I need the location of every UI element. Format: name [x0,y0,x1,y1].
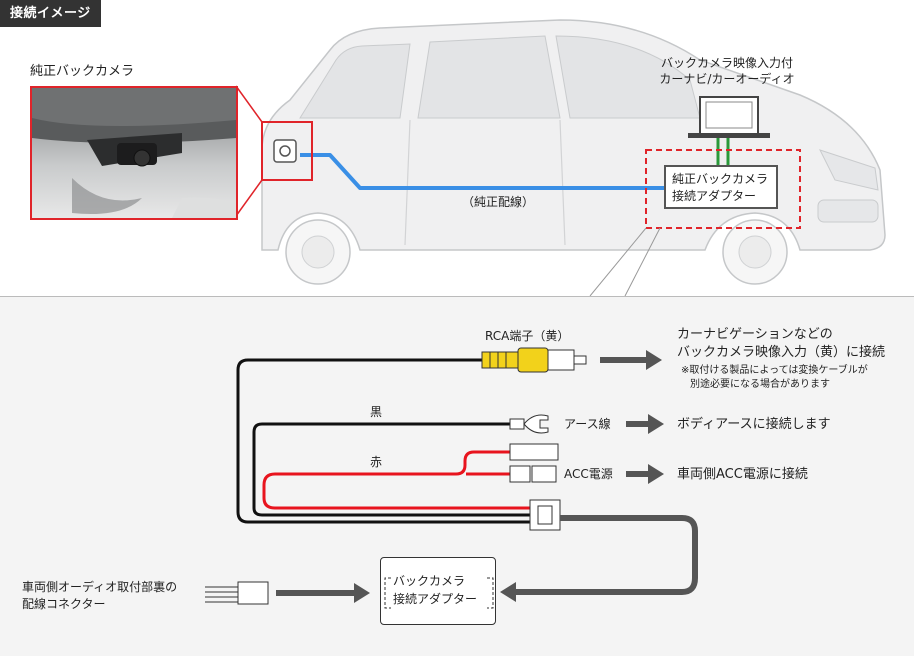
black-wire-label: 黒 [370,405,383,419]
top-adapter-line1: 純正バックカメラ [672,172,769,186]
rca-target-1: カーナビゲーションなどの [677,327,833,342]
connector-label-2: 配線コネクター [22,597,106,611]
adapter-line2: 接続アダプター [393,592,478,606]
ground-cable [252,422,530,517]
vehicle-connector [237,581,269,605]
camera-label: 純正バックカメラ [30,64,135,79]
ground-label: アース線 [564,417,611,431]
rca-note-1: ※取付ける製品によっては変換ケーブルが [681,365,868,376]
wiring-label: （純正配線） [462,195,535,209]
camera-highlight-frame [261,121,313,181]
adapter-dashed-zone [645,149,801,229]
rca-note-2: 別途必要になる場合があります [690,379,830,390]
car-side-window [417,35,561,119]
section-tag: 接続イメージ [0,0,101,27]
rca-cable [236,358,530,524]
ground-target: ボディアースに接続します [677,417,831,432]
harness-to-adapter-arrow [514,515,698,595]
navi-label-1: バックカメラ映像入力付 [660,56,793,70]
rca-target-2: バックカメラ映像入力（黄）に接続 [677,345,886,360]
acc-label: ACC電源 [564,467,613,481]
car-rear-window [299,43,411,119]
original-wiring-cable [300,153,664,190]
car-illustration [235,19,886,296]
top-adapter-line2: 接続アダプター [672,189,757,203]
acc-cable-1 [262,450,530,510]
car-front-window [555,35,701,119]
red-wire-label: 赤 [370,455,383,469]
adapter-line1: バックカメラ [393,574,466,588]
acc-target: 車両側ACC電源に接続 [677,467,808,482]
camera-photo [30,86,238,220]
adapter-box: バックカメラ 接続アダプター [380,557,496,625]
rca-label: RCA端子（黄） [485,329,570,343]
top-adapter-box: 純正バックカメラ 接続アダプター [664,165,778,209]
connector-label-1: 車両側オーディオ取付部裏の [22,580,178,594]
navi-label-2: カーナビ/カーオーディオ [659,72,795,86]
